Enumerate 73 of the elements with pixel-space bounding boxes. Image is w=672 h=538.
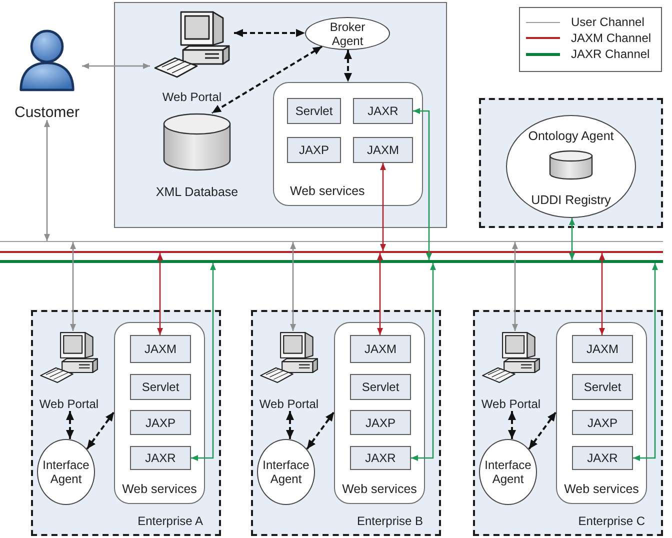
component-box: JAXM <box>130 335 191 363</box>
double-arrow <box>413 108 432 260</box>
component-box: JAXP <box>572 410 633 435</box>
enterprise-label: Enterprise B <box>356 514 423 528</box>
legend-label: JAXM Channel <box>571 31 652 45</box>
double-arrow <box>157 253 163 335</box>
double-arrow <box>380 163 386 251</box>
channel-line <box>0 241 663 242</box>
service-container <box>334 322 425 504</box>
double-arrow <box>191 263 216 461</box>
enterprise-label: Enterprise A <box>138 514 203 528</box>
double-arrow <box>599 253 605 335</box>
container-label: Web services <box>290 184 365 198</box>
dashed-double-arrow <box>86 411 115 450</box>
dashed-double-arrow <box>528 411 557 450</box>
enterprise-frame <box>473 310 663 536</box>
node-label: Ontology Agent <box>528 129 614 143</box>
legend-label: User Channel <box>571 15 644 29</box>
service-container <box>114 322 205 504</box>
component-box: JAXP <box>130 410 191 435</box>
dashed-double-arrow <box>306 411 335 450</box>
node-label: Web Portal <box>481 397 541 411</box>
dashed-frame <box>479 98 663 228</box>
service-container <box>556 322 647 504</box>
dashed-double-arrow <box>286 411 294 439</box>
double-arrow <box>569 218 575 260</box>
service-container <box>273 82 423 206</box>
node-label: XML Database <box>156 185 238 199</box>
double-arrow <box>70 242 76 331</box>
channel-line <box>0 251 663 253</box>
node-label: Web Portal <box>259 397 319 411</box>
component-box: JAXM <box>572 335 633 363</box>
container-label: Web services <box>122 482 197 496</box>
component-box: JAXR <box>353 98 413 124</box>
dashed-double-arrow <box>234 29 305 37</box>
double-arrow <box>82 63 150 69</box>
agent-circle: Interface Agent <box>37 439 95 505</box>
component-box: Servlet <box>130 374 191 400</box>
dashed-double-arrow <box>344 50 352 82</box>
component-box: Servlet <box>350 374 411 400</box>
agent-ellipse: Broker Agent <box>305 17 390 50</box>
dashed-double-arrow <box>66 411 74 439</box>
component-box: JAXR <box>130 446 191 470</box>
component-box: Servlet <box>287 98 341 124</box>
enterprise-frame <box>31 310 221 536</box>
dashed-double-arrow <box>211 46 323 114</box>
node-label: Web Portal <box>162 90 222 104</box>
container-label: Web services <box>564 482 639 496</box>
agent-circle: Interface Agent <box>257 439 315 505</box>
enterprise-frame <box>251 310 441 536</box>
component-box: JAXP <box>350 410 411 435</box>
dashed-double-arrow <box>508 411 516 439</box>
container-label: Web services <box>342 482 417 496</box>
node-label: Web Portal <box>39 397 99 411</box>
node-label: Customer <box>14 106 80 120</box>
component-box: JAXP <box>287 137 341 163</box>
channel-line <box>0 260 663 263</box>
component-box: JAXR <box>572 446 633 470</box>
double-arrow <box>44 120 50 241</box>
component-box: Servlet <box>572 374 633 400</box>
double-arrow <box>633 263 658 461</box>
enterprise-label: Enterprise C <box>578 514 645 528</box>
component-box: JAXR <box>350 446 411 470</box>
component-box: JAXM <box>353 137 413 163</box>
legend-label: JAXR Channel <box>571 47 650 61</box>
double-arrow <box>512 242 518 331</box>
double-arrow <box>377 253 383 335</box>
system-panel <box>114 2 447 228</box>
node-label: UDDI Registry <box>531 193 611 207</box>
double-arrow <box>290 242 296 331</box>
agent-circle: Interface Agent <box>479 439 537 505</box>
double-arrow <box>411 263 436 461</box>
component-box: JAXM <box>350 335 411 363</box>
